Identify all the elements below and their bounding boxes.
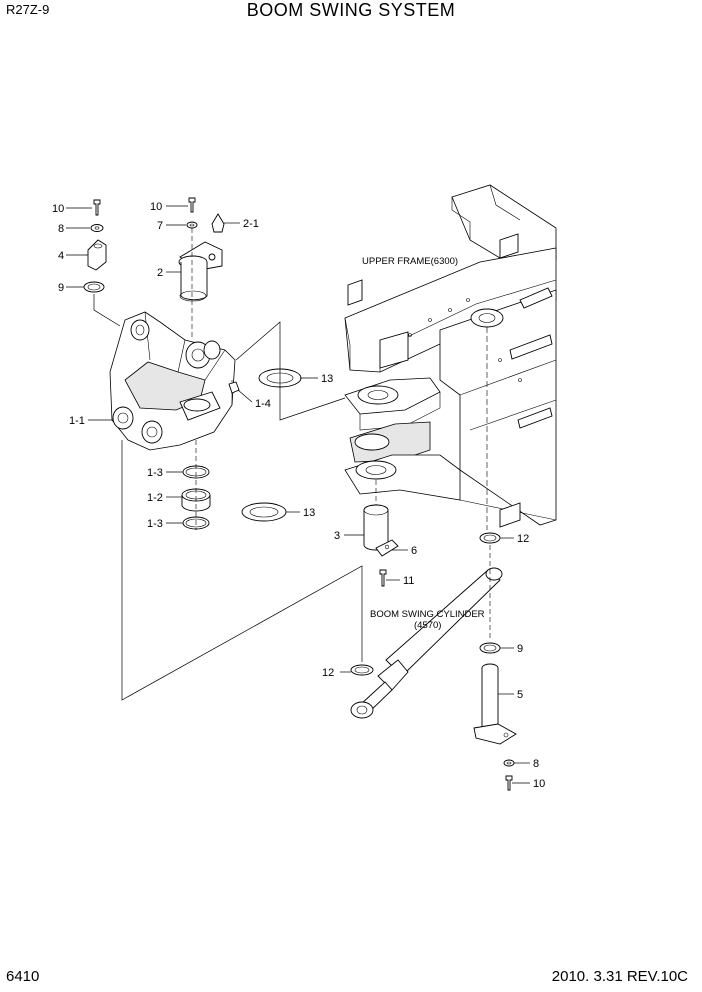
- pin-5-drawing: [350, 532, 517, 791]
- page-title: BOOM SWING SYSTEM: [246, 0, 456, 20]
- callout-4: 4: [58, 250, 64, 262]
- shims-13-drawing: [241, 368, 302, 522]
- callout-7: 7: [157, 220, 163, 232]
- callout-labels: 10 8 4 9 10 7 2-1 2 13 1-4 1-1 1-3 1-2 1…: [52, 201, 545, 790]
- callout-1-2: 1-2: [147, 492, 163, 504]
- callout-1-3: 1-3: [147, 467, 163, 479]
- callout-12: 12: [322, 667, 334, 679]
- callout-8: 8: [58, 223, 64, 235]
- upper-frame-drawing: [344, 184, 557, 530]
- callout-1-4: 1-4: [255, 398, 271, 410]
- callout-9: 9: [58, 282, 64, 294]
- pin-3-drawing: [363, 480, 399, 587]
- swing-bracket-drawing: [109, 311, 240, 451]
- callout-1-1: 1-1: [69, 415, 85, 427]
- callout-12: 12: [517, 533, 529, 545]
- left-stack-drawing: [83, 199, 107, 293]
- cylinder-annotation-line2: (4570): [414, 620, 441, 631]
- callout-6: 6: [411, 545, 417, 557]
- assembly-guide-lines: [93, 294, 363, 701]
- callout-2-1: 2-1: [243, 218, 259, 230]
- assembly-annotations: UPPER FRAME(6300) BOOM SWING CYLINDER (4…: [362, 256, 485, 631]
- upper-frame-annotation: UPPER FRAME(6300): [362, 256, 458, 267]
- callout-13: 13: [303, 507, 315, 519]
- boom-swing-cylinder-drawing: [350, 567, 503, 719]
- page-number: 6410: [6, 968, 40, 985]
- pin-2-drawing: [178, 197, 225, 340]
- callout-1-3: 1-3: [147, 518, 163, 530]
- model-code: R27Z-9: [6, 2, 50, 17]
- callout-10: 10: [533, 778, 545, 790]
- callout-2: 2: [157, 267, 163, 279]
- callout-13: 13: [321, 373, 333, 385]
- callout-8: 8: [533, 758, 539, 770]
- callout-11: 11: [403, 575, 414, 587]
- callout-10: 10: [52, 203, 64, 215]
- cylinder-annotation-line1: BOOM SWING CYLINDER: [370, 609, 485, 620]
- callout-5: 5: [517, 689, 523, 701]
- callout-9: 9: [517, 643, 523, 655]
- bushings-drawing: [181, 440, 211, 530]
- callout-3: 3: [334, 530, 340, 542]
- revision-date: 2010. 3.31 REV.10C: [551, 968, 688, 985]
- callout-leaders: [66, 205, 530, 784]
- callout-10: 10: [150, 201, 162, 213]
